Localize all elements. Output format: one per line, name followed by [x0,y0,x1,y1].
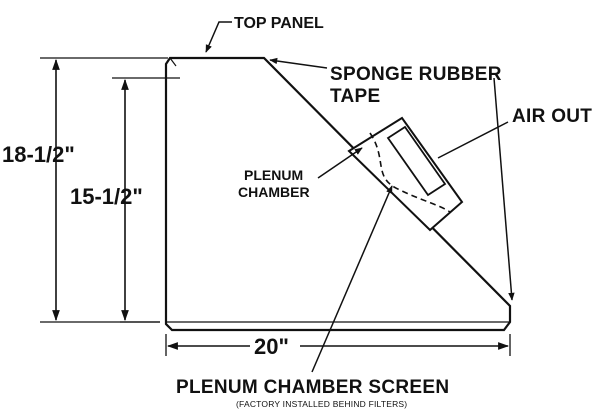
dim-label-width: 20" [254,334,289,359]
label-factory-note: (FACTORY INSTALLED BEHIND FILTERS) [236,399,407,409]
dim-width [165,334,511,356]
dim-label-inner-height: 15-1/2" [70,184,143,209]
label-plenum-chamber-line1: PLENUM [244,167,303,183]
label-sponge-rubber-line1: SPONGE RUBBER [330,64,502,85]
cabinet-outline [164,56,512,332]
dim-label-overall-height: 18-1/2" [2,142,75,167]
leader-lines [205,21,515,373]
label-plenum-chamber-screen: PLENUM CHAMBER SCREEN [176,377,449,398]
label-top-panel: TOP PANEL [234,15,324,32]
label-plenum-chamber-line2: CHAMBER [238,184,310,200]
plenum-chamber [347,116,464,232]
dim-inner-height [112,77,180,323]
label-air-out: AIR OUT [512,106,592,127]
label-sponge-rubber-line2: TAPE [330,86,380,107]
